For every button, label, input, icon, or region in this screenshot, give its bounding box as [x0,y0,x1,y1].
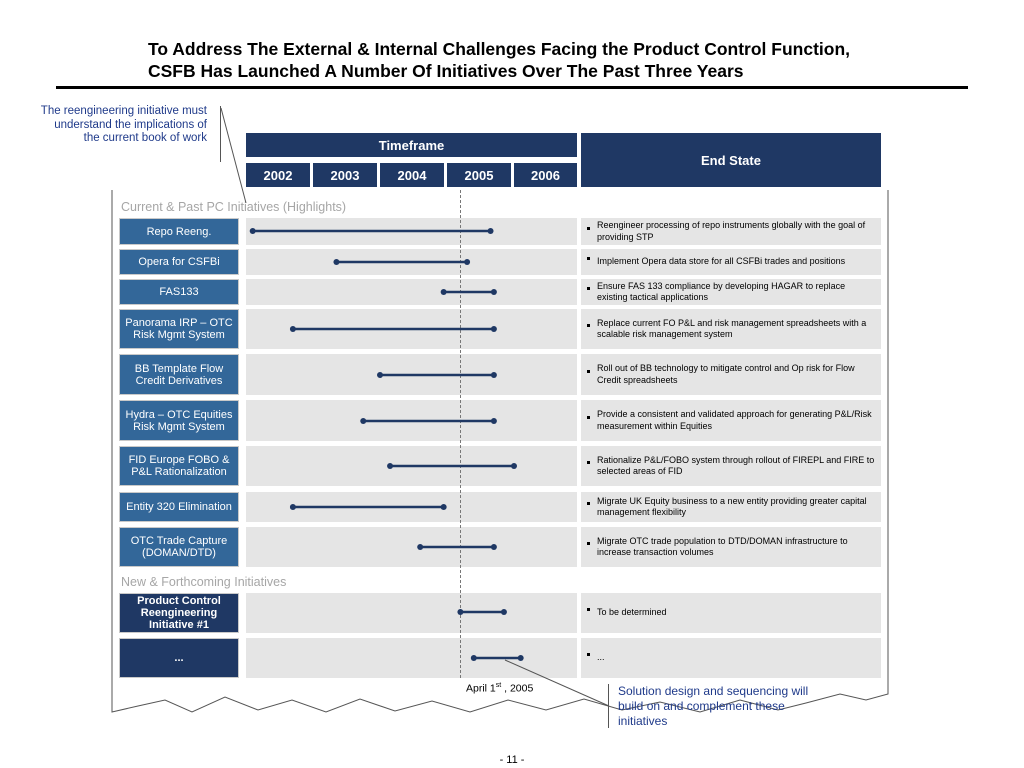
note-left: The reengineering initiative must unders… [40,105,207,144]
timeline-start-dot [249,228,256,234]
initiative-end-state: Reengineer processing of repo instrument… [581,218,881,245]
current-date-label: April 1st , 2005 [466,682,534,695]
bullet-square-icon [587,257,590,260]
note-left-bar [220,106,221,162]
bullet-square-icon [587,542,590,545]
initiative-end-state: Replace current FO P&L and risk manageme… [581,309,881,349]
year-header-2003: 2003 [313,163,377,187]
callout-line-left [220,107,247,204]
current-initiative-bar [333,259,471,265]
timeline-end-dot [487,228,494,234]
timeline-end-dot [511,463,517,469]
bullet-square-icon [587,415,590,419]
initiative-end-state: Rationalize P&L/FOBO system through roll… [581,446,881,486]
timeframe-header: Timeframe [246,133,577,157]
initiative-timeline-band [246,527,577,567]
bullet-square-icon [587,324,590,327]
current-initiative-bar [249,228,494,234]
new-initiative-end-state: To be determined [581,593,881,633]
initiative-end-state: Implement Opera data store for all CSFBi… [581,249,881,275]
bullet-square-icon [587,502,590,505]
current-initiative-bar [289,504,447,510]
initiative-label: BB Template Flow Credit Derivatives [119,354,239,395]
new-initiative-label: Product Control Reengineering Initiative… [119,593,239,633]
bullet-square-icon [587,608,590,611]
initiative-timeline-band [246,279,577,305]
bullet-square-icon [587,369,590,373]
bullet-square-icon [587,226,590,230]
initiative-label: Hydra – OTC Equities Risk Mgmt System [119,400,239,441]
current-initiative-bar [377,372,497,378]
initiative-label: Entity 320 Elimination [119,492,239,522]
new-initiative-end-state: ... [581,638,881,678]
title-line-2: CSFB Has Launched A Number Of Initiative… [148,61,744,81]
timeline-end-dot [440,504,447,510]
timeline-end-dot [517,655,524,661]
current-initiative-bar [417,544,497,550]
timeline-end-dot [490,289,497,295]
initiative-end-state: Roll out of BB technology to mitigate co… [581,354,881,395]
section-new-initiatives: New & Forthcoming Initiatives [121,575,287,589]
new-initiative-bar [470,655,524,661]
timeline-start-dot [440,289,447,295]
timeline-end-dot [490,326,497,332]
bullet-square-icon [587,653,590,656]
note-right: Solution design and sequencing will buil… [618,684,809,728]
page-number: - 11 - [499,754,525,766]
timeline-end-dot [490,418,497,424]
new-initiative-bar [457,609,507,615]
current-date-marker-line [460,190,461,678]
timeline-start-dot [289,326,296,332]
timeline-start-dot [457,609,464,615]
timeline-start-dot [360,418,367,424]
timeline-end-dot [464,259,471,265]
timeline-start-dot [289,504,296,510]
initiative-end-state: Migrate UK Equity business to a new enti… [581,492,881,522]
current-initiative-bar [289,326,497,332]
page-title: To Address The External & Internal Chall… [148,38,988,82]
section-current-initiatives: Current & Past PC Initiatives (Highlight… [121,200,347,214]
initiative-end-state: Provide a consistent and validated appro… [581,400,881,441]
initiative-label: FID Europe FOBO & P&L Rationalization [119,446,239,486]
current-initiative-bar [387,463,517,469]
year-header-2006: 2006 [514,163,577,187]
new-initiative-timeline-band [246,593,577,633]
timeline-start-dot [470,655,477,661]
current-initiative-bar [440,289,497,295]
timeline-start-dot [377,372,383,378]
timeline-start-dot [417,544,424,550]
timeline-start-dot [333,259,340,265]
timeline-end-dot [500,609,507,615]
year-header-2002: 2002 [246,163,310,187]
timeline-end-dot [490,544,497,550]
timeline-end-dot [490,372,497,378]
callout-line-right [504,659,610,707]
end-state-header: End State [581,133,881,187]
initiative-label: OTC Trade Capture (DOMAN/DTD) [119,527,239,567]
new-initiative-label: ... [119,638,239,678]
year-header-2005: 2005 [447,163,511,187]
timeline-start-dot [387,463,394,469]
initiative-label: Opera for CSFBi [119,249,239,275]
current-initiative-bar [360,418,497,424]
bullet-square-icon [587,287,590,290]
initiative-end-state: Ensure FAS 133 compliance by developing … [581,279,881,305]
initiative-label: Panorama IRP – OTC Risk Mgmt System [119,309,239,349]
bullet-square-icon [587,461,590,464]
year-header-2004: 2004 [380,163,444,187]
initiative-end-state: Migrate OTC trade population to DTD/DOMA… [581,527,881,567]
title-line-1: To Address The External & Internal Chall… [148,39,851,59]
title-rule [56,86,968,89]
initiative-label: Repo Reeng. [119,218,239,245]
initiative-label: FAS133 [119,279,239,305]
